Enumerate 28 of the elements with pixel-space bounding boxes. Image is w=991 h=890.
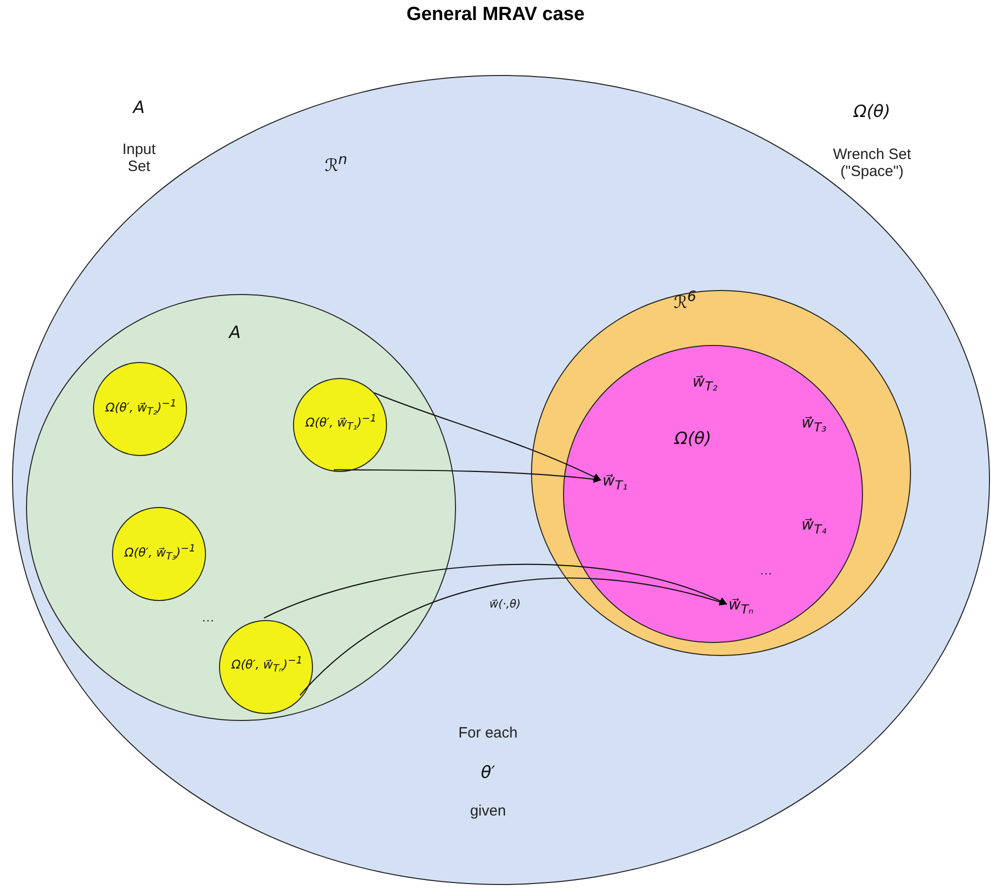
text-label: given (470, 802, 506, 820)
text-label: … (202, 610, 214, 624)
math-label: Ω(θ) (674, 429, 712, 449)
text-label: … (760, 562, 772, 578)
arrow (300, 578, 728, 696)
math-label: w⃗$_{T₂}$ (692, 372, 718, 394)
math-label: Ω(θ′, w⃗$_{Tₙ}$)$^{−1}$ (232, 655, 302, 675)
arrow (334, 469, 602, 484)
math-label: A (229, 323, 241, 343)
diagram-title: General MRAV case (405, 4, 586, 26)
arrow (264, 564, 728, 618)
text-label: Wrench Set ("Space") (832, 146, 912, 180)
vector-label: w⃗$_{Tₙ}$ (728, 596, 754, 616)
math-label: ℛ$^{n}$ (324, 152, 348, 176)
text-label: Input Set (121, 141, 157, 175)
math-label: A (133, 98, 145, 118)
math-label: w⃗$_{T₃}$ (802, 414, 826, 434)
text-label: For each (458, 724, 518, 742)
math-label: Ω(θ′, w⃗$_{T₁}$)$^{−1}$ (306, 413, 376, 433)
arrow (374, 392, 602, 480)
math-label: Ω(θ′, w⃗$_{T₂}$)$^{−1}$ (106, 398, 176, 418)
math-label: Ω(θ′, w⃗$_{T₃}$)$^{−1}$ (124, 543, 196, 563)
vector-label: w⃗$_{T₁}$ (602, 472, 628, 492)
math-label: θ′ (480, 763, 496, 783)
math-label: Ω(θ) (854, 102, 890, 122)
math-label: w⃗$_{T₄}$ (802, 516, 826, 536)
math-label: ℛ$^{6}$ (674, 289, 696, 313)
edge-label: w⃗(·,θ) (487, 598, 523, 610)
